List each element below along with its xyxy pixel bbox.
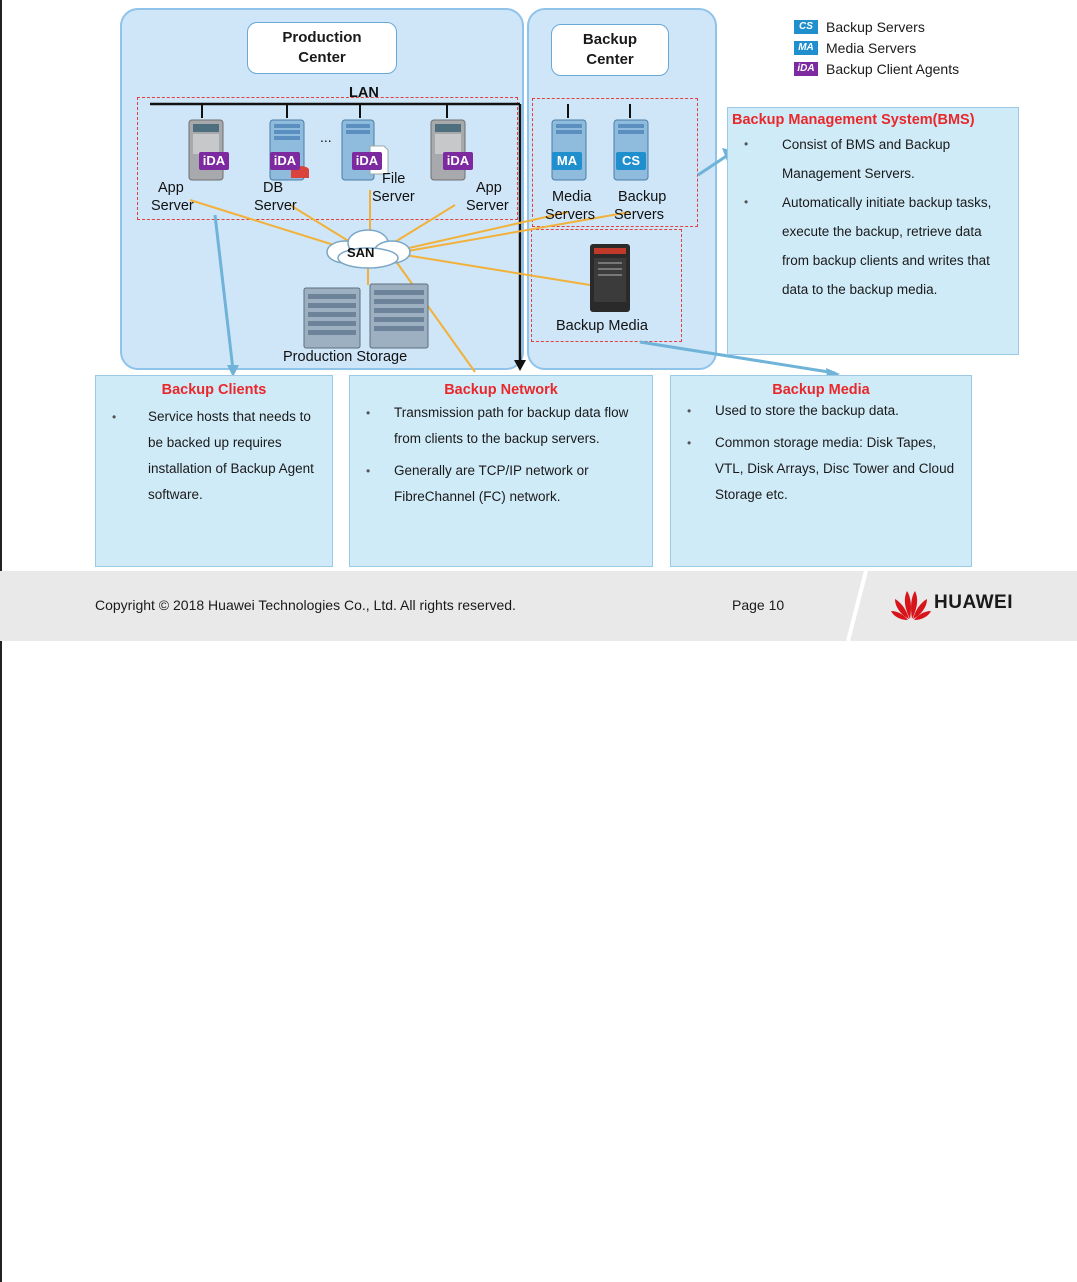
backup-clients-list: Service hosts that needs to be backed up… (96, 404, 332, 508)
bms-list: Consist of BMS and Backup Management Ser… (728, 130, 1018, 304)
production-storage-icon (303, 283, 429, 349)
slide-right-border (0, 641, 2, 1282)
backup-media-icon (590, 244, 630, 312)
ida-tag-app-right: iDA (443, 152, 473, 170)
slide-left-border (0, 0, 2, 641)
legend-row-ma: MA Media Servers (794, 40, 916, 56)
legend-label-cs: Backup Servers (826, 19, 925, 35)
backup-media-title: Backup Media (772, 382, 870, 398)
ida-tag-app-left: iDA (199, 152, 229, 170)
page-number: Page 10 (732, 597, 785, 613)
backup-media-box: Backup Media Used to store the backup da… (670, 375, 972, 567)
legend-row-cs: CS Backup Servers (794, 19, 925, 35)
ma-tag-icon: MA (794, 41, 818, 55)
san-link-app-right (389, 204, 456, 246)
cs-tag-backup: CS (616, 152, 646, 170)
san-link-media (399, 211, 569, 251)
backup-servers-group (532, 98, 698, 227)
backup-clients-title: Backup Clients (161, 382, 267, 398)
backup-servers-label-2: Servers (614, 207, 664, 223)
bms-title: Backup Management System(BMS) (732, 112, 975, 128)
bms-item: Consist of BMS and Backup Management Ser… (742, 130, 1006, 188)
production-center-label: Production Center (247, 22, 397, 74)
app-server-right-label-2: Server (466, 198, 509, 214)
backup-network-list: Transmission path for backup data flow f… (350, 400, 652, 510)
backup-server-icon (613, 119, 649, 181)
legend-label-ma: Media Servers (826, 40, 917, 56)
backup-clients-item: Service hosts that needs to be backed up… (110, 404, 320, 508)
backup-center-label: Backup Center (551, 24, 669, 76)
db-server-label-2: Server (254, 198, 297, 214)
bms-box: Backup Management System(BMS) Consist of… (727, 107, 1019, 355)
media-servers-label-2: Servers (545, 207, 595, 223)
ma-tag-media: MA (552, 152, 582, 170)
ida-tag-db: iDA (270, 152, 300, 170)
app-server-right-label-1: App (476, 180, 502, 196)
production-storage-label: Production Storage (283, 349, 408, 365)
app-server-right-icon (430, 119, 466, 181)
backup-media-item: Common storage media: Disk Tapes, VTL, D… (685, 430, 959, 508)
server-ellipsis: ... (320, 129, 332, 145)
san-link-backup-media (404, 254, 591, 286)
backup-media-item: Used to store the backup data. (685, 398, 959, 424)
callout-media (639, 340, 836, 375)
db-server-icon (269, 119, 309, 181)
footer-divider-slash (846, 571, 868, 641)
file-server-label-2: Server (372, 189, 415, 205)
backup-network-item: Transmission path for backup data flow f… (364, 400, 640, 452)
app-server-left-icon (188, 119, 224, 181)
huawei-logo-icon (891, 591, 931, 620)
backup-servers-label-1: Backup (618, 189, 667, 205)
db-server-label-1: DB (263, 180, 284, 196)
connection-lines (150, 102, 840, 379)
media-server-icon (551, 119, 587, 181)
callout-clients-arrowhead (227, 365, 239, 377)
cs-tag-icon: CS (794, 20, 818, 34)
backup-network-item: Generally are TCP/IP network or FibreCha… (364, 458, 640, 510)
callout-clients (213, 214, 235, 371)
san-link-backup (401, 211, 631, 253)
production-servers-group (137, 97, 518, 220)
bms-item: Automatically initiate backup tasks, exe… (742, 188, 1006, 304)
san-cloud-icon (326, 229, 411, 269)
san-link-app-left (189, 199, 351, 251)
legend-row-ida: iDA Backup Client Agents (794, 61, 959, 77)
footer-bar: Copyright © 2018 Huawei Technologies Co.… (0, 571, 1077, 641)
legend-label-ida: Backup Client Agents (826, 61, 960, 77)
huawei-brand-text: HUAWEI (934, 592, 1013, 613)
callout-links (213, 153, 836, 375)
copyright-text: Copyright © 2018 Huawei Technologies Co.… (95, 597, 516, 613)
file-server-label-1: File (382, 171, 406, 187)
lan-trunk-arrowhead (514, 360, 526, 371)
san-label: SAN (347, 245, 375, 260)
ida-tag-icon: iDA (794, 62, 818, 76)
callout-bms (697, 153, 729, 177)
ida-tag-file: iDA (352, 152, 382, 170)
app-server-left-label-2: Server (151, 198, 194, 214)
backup-media-list: Used to store the backup data. Common st… (671, 398, 971, 508)
san-links (189, 190, 631, 373)
backup-media-label: Backup Media (556, 318, 648, 334)
app-server-left-label-1: App (158, 180, 184, 196)
san-link-db (289, 204, 356, 246)
media-servers-label-1: Media (552, 189, 592, 205)
backup-clients-box: Backup Clients Service hosts that needs … (95, 375, 333, 567)
backup-media-group (531, 229, 682, 342)
lan-label: LAN (349, 85, 379, 101)
san-link-network-box (394, 259, 476, 373)
backup-network-box: Backup Network Transmission path for bac… (349, 375, 653, 567)
backup-network-title: Backup Network (444, 382, 558, 398)
